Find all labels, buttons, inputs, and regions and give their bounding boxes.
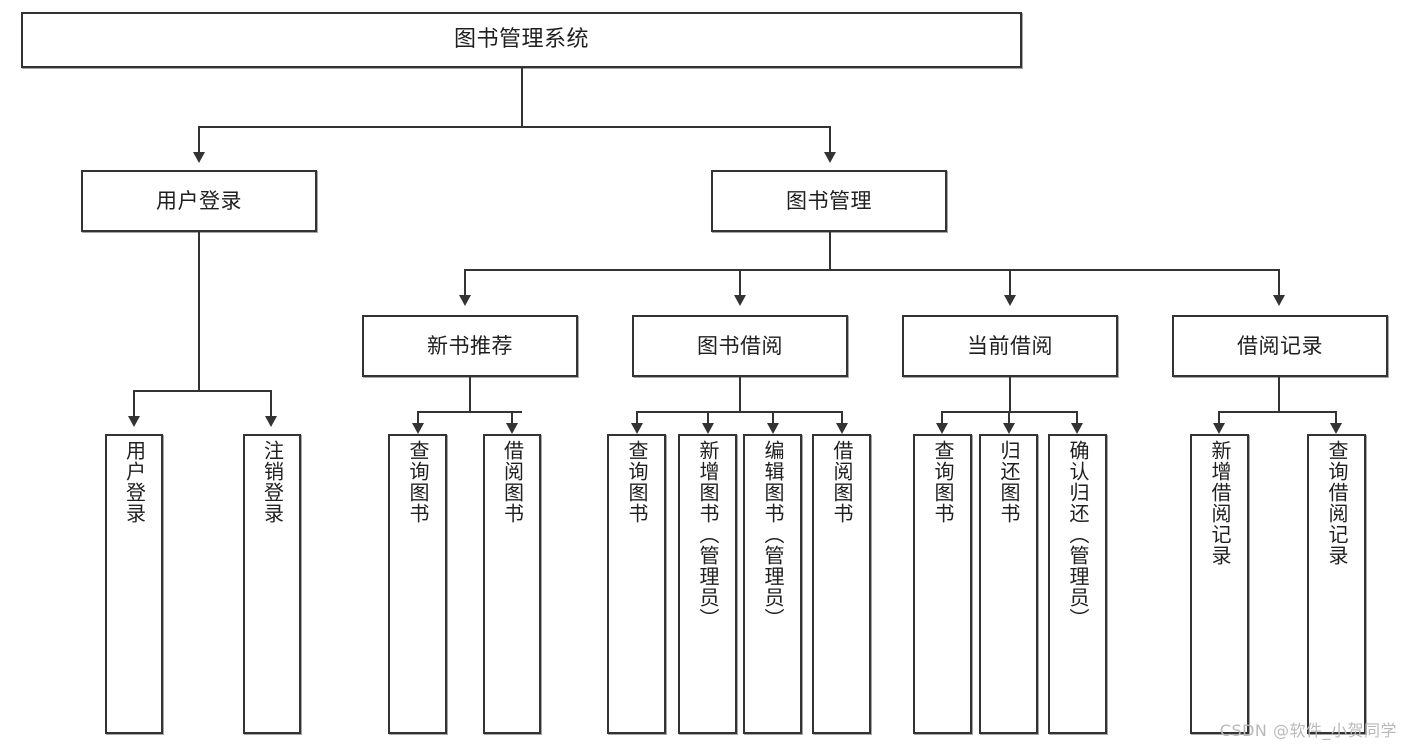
connector-bm-to-borrow-record [1278, 269, 1280, 296]
arrow-root-to-book-management [824, 152, 836, 163]
connector-bm-to-book-borrow [739, 269, 741, 296]
node-book-borrow[interactable]: 图书借阅 [632, 315, 848, 377]
connector-bb-to-leaf-4 [841, 411, 843, 424]
connector-root-stem [521, 68, 523, 127]
arrow-br-to-leaf-1 [1213, 423, 1225, 434]
arrow-user-login-to-leaf-1 [128, 416, 140, 427]
node-leaf-bb-edit-book-admin[interactable]: 编辑图书（管理员） [743, 434, 802, 734]
node-label: 借阅图书 [500, 440, 525, 524]
connector-book-management-stem [829, 232, 831, 270]
node-leaf-bb-add-book-admin[interactable]: 新增图书（管理员） [678, 434, 737, 734]
arrow-cb-to-leaf-2 [1003, 423, 1015, 434]
node-book-management[interactable]: 图书管理 [711, 170, 947, 232]
node-label: 注销登录 [260, 440, 285, 524]
connector-borrow-record-bus [1218, 411, 1337, 413]
arrow-bb-to-leaf-1 [631, 423, 643, 434]
arrow-bb-to-leaf-4 [836, 423, 848, 434]
arrow-cb-to-leaf-3 [1071, 423, 1083, 434]
node-new-book-recommend[interactable]: 新书推荐 [362, 315, 578, 377]
node-label: 用户登录 [122, 440, 147, 524]
connector-borrow-record-stem [1278, 377, 1280, 413]
arrow-root-to-user-login [193, 152, 205, 163]
node-label: 新增借阅记录 [1208, 440, 1232, 566]
arrow-cb-to-leaf-1 [936, 423, 948, 434]
node-leaf-bb-query-book[interactable]: 查询图书 [607, 434, 666, 734]
node-leaf-nb-borrow-book[interactable]: 借阅图书 [483, 434, 541, 734]
node-label: 编辑图书（管理员） [761, 440, 785, 629]
connector-nb-to-leaf-2 [511, 411, 513, 424]
connector-current-borrow-stem [1009, 377, 1011, 413]
connector-bb-to-leaf-2 [707, 411, 709, 424]
node-label: 图书借阅 [697, 333, 783, 358]
connector-user-login-bus [133, 390, 270, 392]
node-leaf-cb-query-book[interactable]: 查询图书 [913, 434, 972, 734]
node-label: 归还图书 [997, 440, 1021, 524]
node-leaf-nb-query-book[interactable]: 查询图书 [388, 434, 447, 734]
arrow-br-to-leaf-2 [1330, 423, 1342, 434]
connector-cb-to-leaf-2 [1008, 411, 1010, 424]
connector-book-management-bus [464, 269, 1280, 271]
connector-br-to-leaf-2 [1335, 411, 1337, 424]
node-label: 借阅图书 [830, 440, 854, 524]
node-label: 查询借阅记录 [1325, 440, 1349, 566]
arrow-bm-to-current-borrow [1004, 295, 1016, 306]
connector-bb-to-leaf-1 [636, 411, 638, 424]
node-label: 查询图书 [931, 440, 955, 524]
node-label: 查询图书 [625, 440, 649, 524]
node-label: 用户登录 [156, 188, 242, 213]
node-leaf-logout[interactable]: 注销登录 [243, 434, 301, 734]
connector-user-login-to-leaf-1 [133, 390, 135, 417]
node-label: 新书推荐 [427, 333, 513, 358]
connector-cb-to-leaf-3 [1076, 411, 1078, 424]
node-current-borrow[interactable]: 当前借阅 [902, 315, 1118, 377]
connector-nb-to-leaf-1 [417, 411, 419, 424]
connector-root-to-book-management [829, 126, 831, 153]
connector-book-borrow-bus [636, 411, 842, 413]
arrow-user-login-to-leaf-2 [265, 416, 277, 427]
node-label: 借阅记录 [1237, 333, 1323, 358]
connector-user-login-stem [198, 232, 200, 392]
arrow-bb-to-leaf-3 [767, 423, 779, 434]
connector-user-login-to-leaf-2 [270, 390, 272, 417]
node-leaf-cb-confirm-return-admin[interactable]: 确认归还（管理员） [1048, 434, 1107, 734]
arrow-nb-to-leaf-2 [506, 423, 518, 434]
node-label: 图书管理 [786, 188, 872, 213]
node-label: 当前借阅 [967, 333, 1053, 358]
connector-book-borrow-stem [739, 377, 741, 413]
node-label: 确认归还（管理员） [1066, 440, 1090, 629]
connector-bm-to-new-book [464, 269, 466, 296]
connector-new-book-stem [469, 377, 471, 413]
node-root-book-management-system[interactable]: 图书管理系统 [21, 12, 1022, 68]
connector-br-to-leaf-1 [1218, 411, 1220, 424]
node-leaf-user-login[interactable]: 用户登录 [105, 434, 163, 734]
arrow-bm-to-new-book [459, 295, 471, 306]
node-leaf-cb-return-book[interactable]: 归还图书 [979, 434, 1038, 734]
connector-root-to-user-login [198, 126, 200, 153]
node-leaf-br-add-record[interactable]: 新增借阅记录 [1190, 434, 1249, 734]
node-label: 图书管理系统 [453, 27, 589, 53]
arrow-bm-to-borrow-record [1273, 295, 1285, 306]
arrow-nb-to-leaf-1 [412, 423, 424, 434]
connector-new-book-bus [417, 411, 522, 413]
connector-bb-to-leaf-3 [772, 411, 774, 424]
node-leaf-br-query-record[interactable]: 查询借阅记录 [1307, 434, 1366, 734]
node-label: 新增图书（管理员） [696, 440, 720, 629]
connector-cb-to-leaf-1 [941, 411, 943, 424]
connector-root-bus [198, 126, 831, 128]
node-leaf-bb-borrow-book[interactable]: 借阅图书 [812, 434, 871, 734]
arrow-bm-to-book-borrow [734, 295, 746, 306]
arrow-bb-to-leaf-2 [702, 423, 714, 434]
node-label: 查询图书 [406, 440, 430, 524]
node-borrow-record[interactable]: 借阅记录 [1172, 315, 1388, 377]
connector-bm-to-current-borrow [1009, 269, 1011, 296]
node-user-login[interactable]: 用户登录 [81, 170, 317, 232]
